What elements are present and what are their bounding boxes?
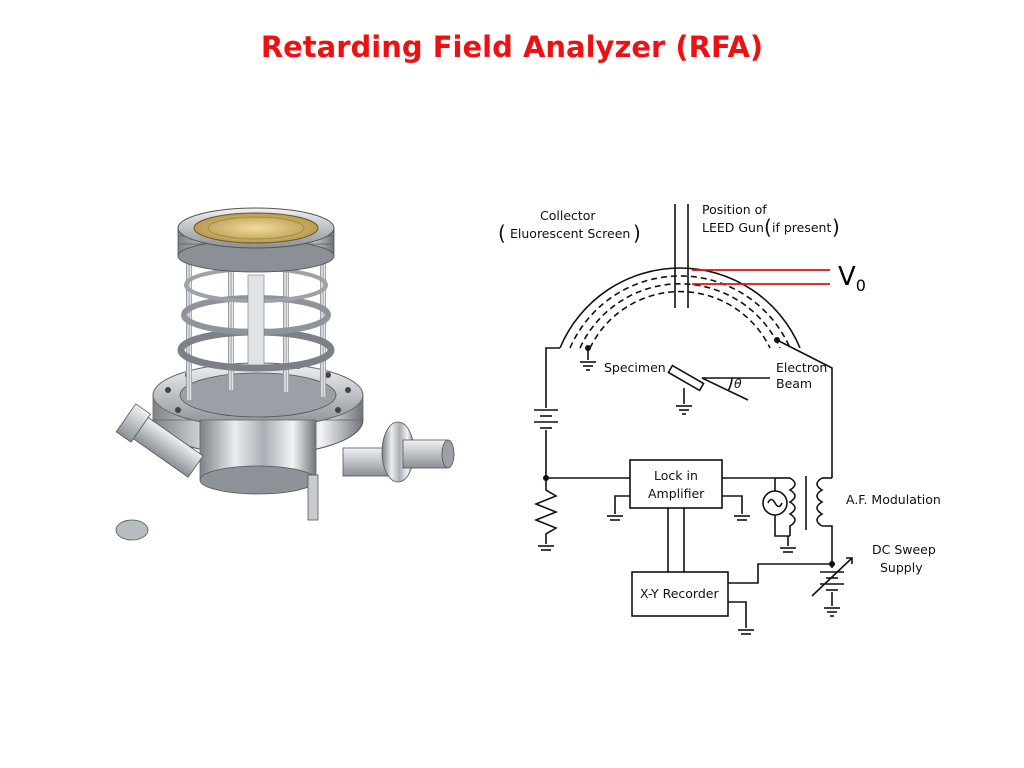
label-theta: θ [734,376,742,391]
label-position-of: Position of [702,202,767,217]
label-xy-recorder: X-Y Recorder [640,586,719,601]
grid-arc-3 [589,290,771,349]
v0-subscript: 0 [855,276,866,296]
label-specimen: Specimen [604,360,666,375]
paren-gun-open: ( [764,215,772,239]
label-electron: Electron [776,360,827,375]
collector-screen-arc [559,267,801,349]
grid-arc-1 [569,275,791,349]
label-if-present: if present [772,220,831,235]
label-lock-in: Lock in [654,468,698,483]
label-fluorescent-screen: Eluorescent Screen [510,226,630,241]
slide-title: Retarding Field Analyzer (RFA) [260,30,764,64]
grid-arc-2 [579,283,781,349]
label-leed-gun: LEED Gun [702,220,764,235]
label-af-modulation: A.F. Modulation [846,492,941,507]
label-amplifier: Amplifier [648,486,705,501]
rfa-circuit-schematic: Collector ( Eluorescent Screen ) Positio… [498,202,941,635]
v0-symbol: V [838,262,856,292]
label-collector: Collector [540,208,596,223]
label-supply: Supply [880,560,923,575]
v0-annotation: V0 [838,262,866,295]
paren-collector-close: ) [633,221,641,245]
paren-gun-close: ) [832,215,840,239]
label-dc-sweep: DC Sweep [872,542,936,557]
label-beam: Beam [776,376,812,391]
rfa-device-photo [115,207,455,541]
paren-collector-open: ( [498,221,506,245]
